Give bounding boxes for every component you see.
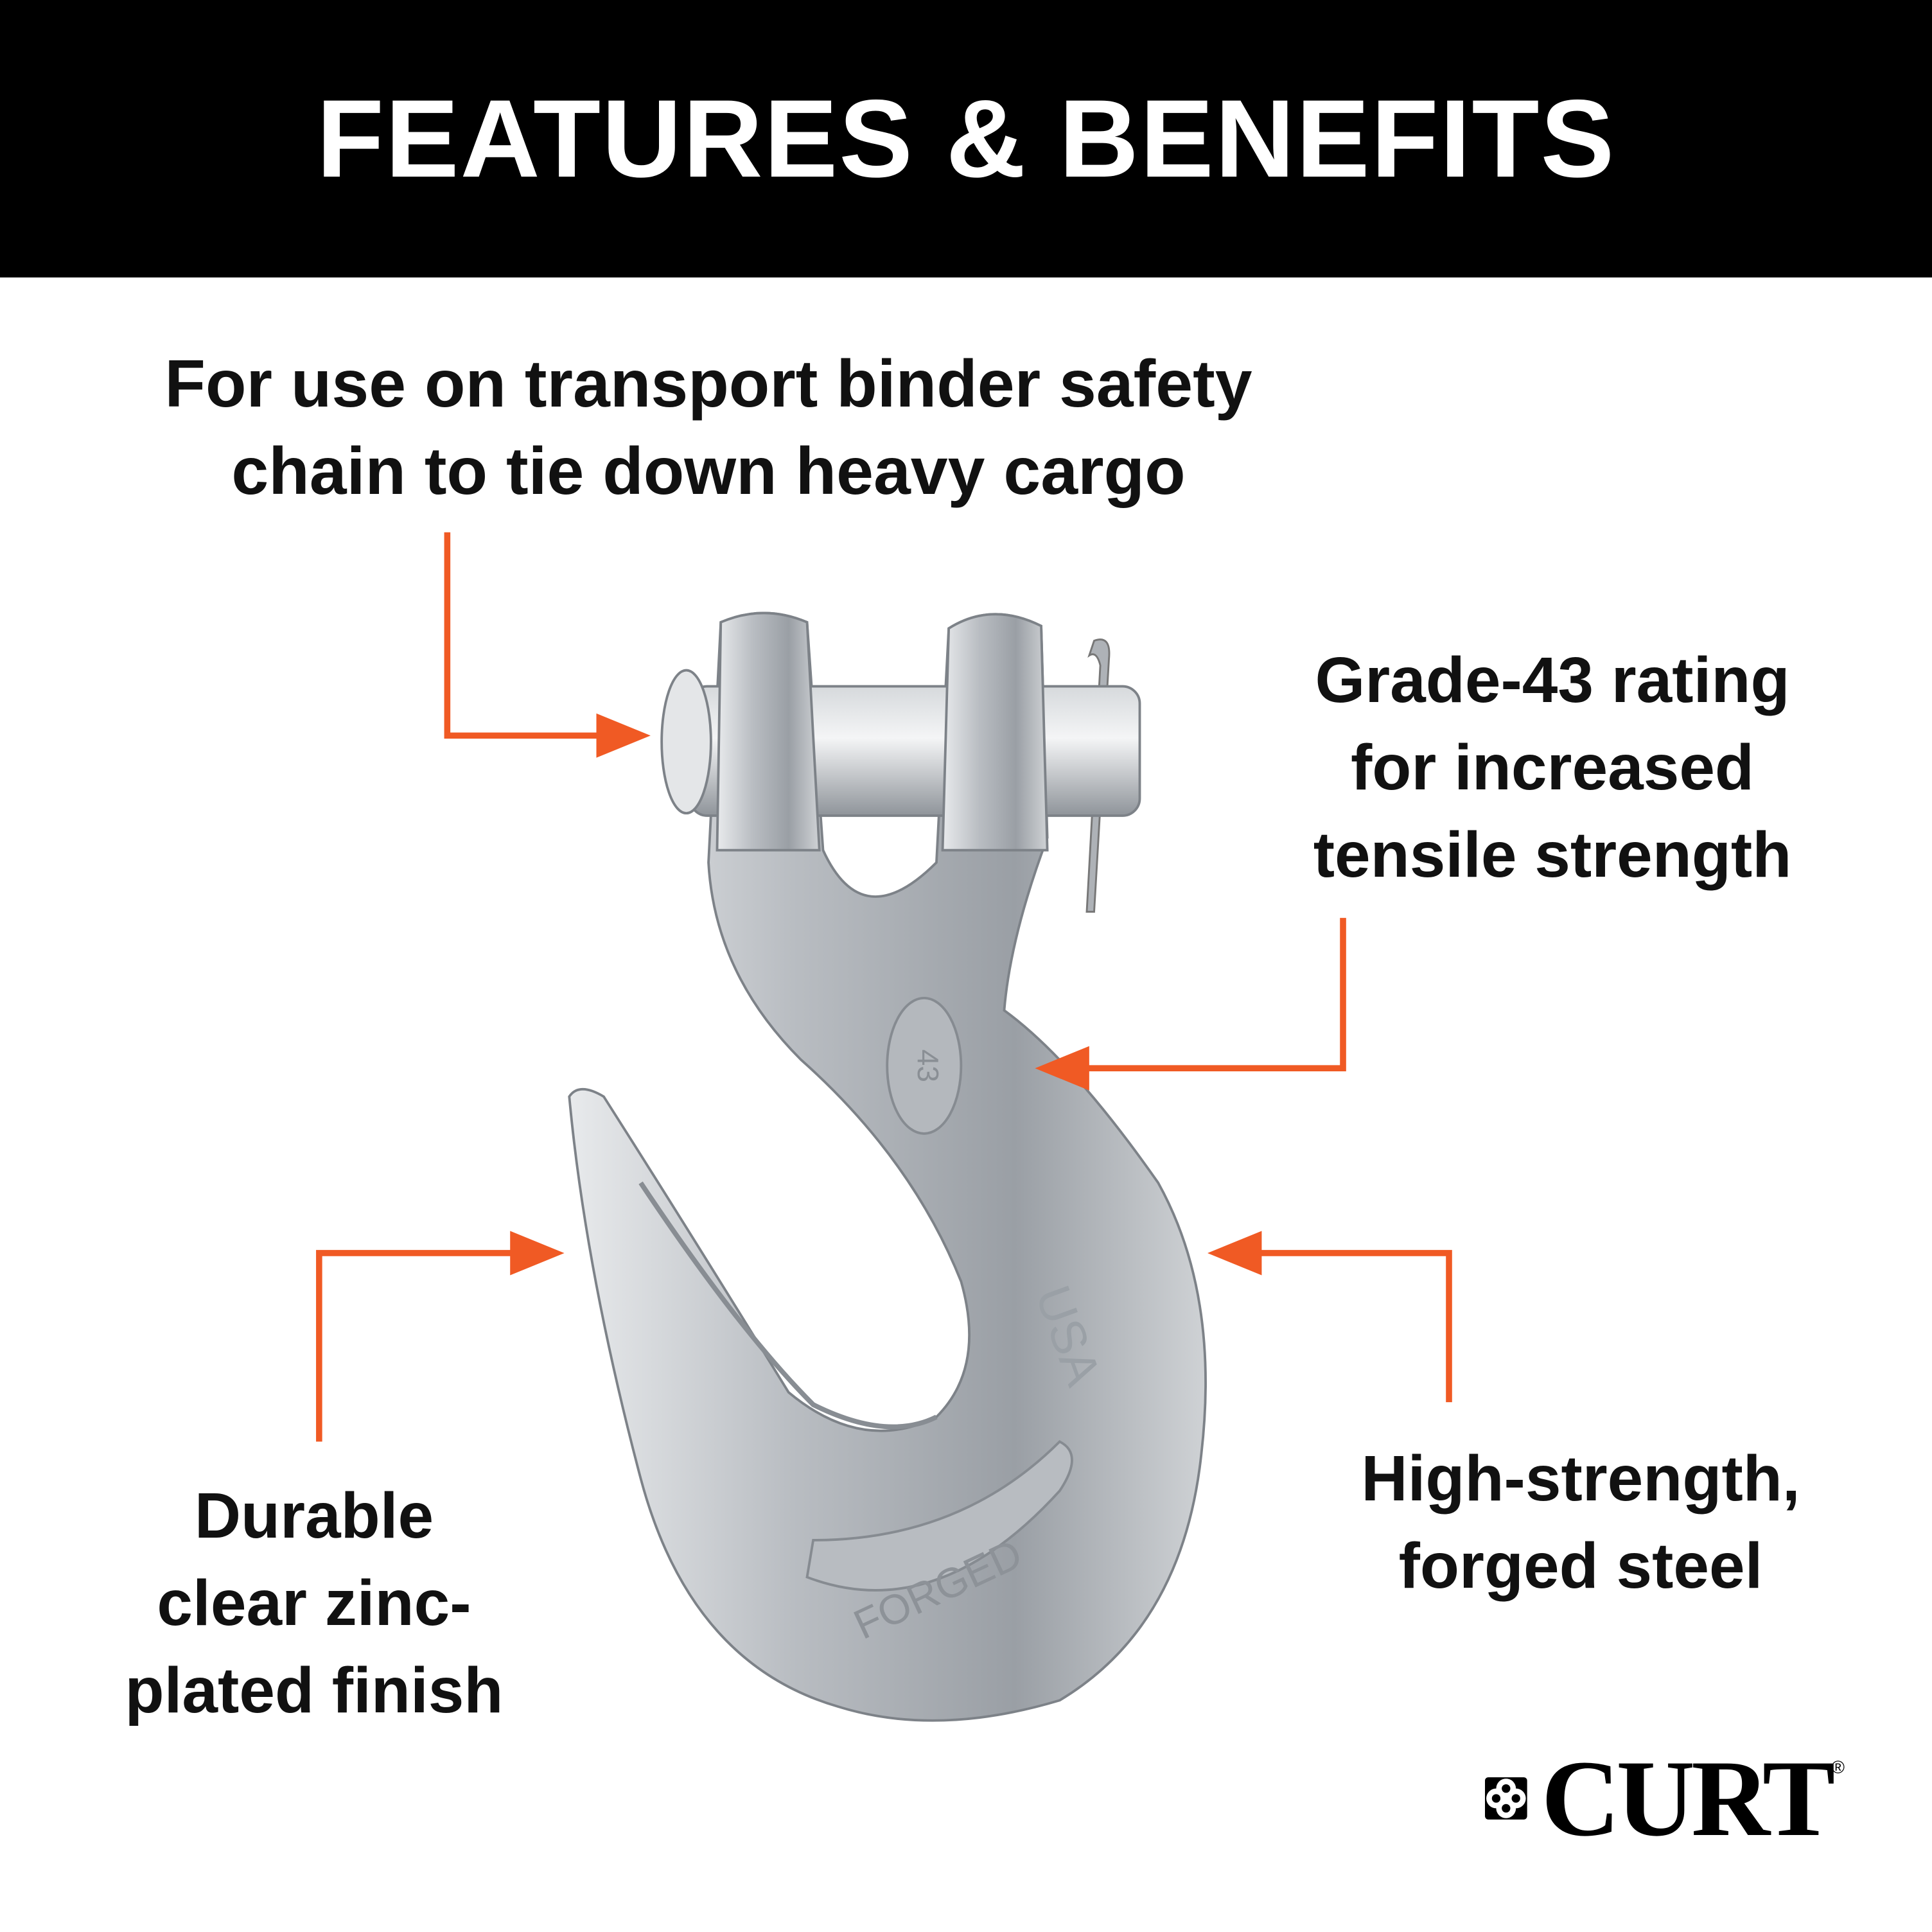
callout-line: plated finish: [125, 1655, 504, 1726]
arrowhead-icon: [510, 1231, 565, 1276]
callout-line: For use on transport binder safety: [164, 347, 1252, 421]
callout-arrows: [316, 532, 1452, 1442]
hook-body: [568, 611, 1207, 1722]
registered-mark: ®: [1831, 1757, 1845, 1777]
callout-finish: Durable clear zinc- plated finish: [125, 1472, 504, 1734]
arrow-steel: [1254, 1250, 1452, 1403]
curt-logo: CURT ®: [1485, 1744, 1845, 1853]
callout-line: tensile strength: [1313, 819, 1792, 891]
callout-line: for increased: [1350, 732, 1755, 804]
arrowhead-icon: [1035, 1046, 1089, 1091]
arrow-usage: [444, 532, 606, 739]
callout-line: clear zinc-: [157, 1567, 471, 1639]
arrowhead-icon: [596, 713, 651, 758]
callout-line: Durable: [194, 1480, 434, 1552]
arrowhead-icon: [1208, 1231, 1262, 1276]
callout-line: chain to tie down heavy cargo: [231, 434, 1186, 509]
callout-steel: High-strength, forged steel: [1361, 1435, 1800, 1610]
page-title: FEATURES & BENEFITS: [316, 77, 1616, 200]
brand-name: CURT: [1541, 1738, 1836, 1859]
arrow-finish: [316, 1250, 518, 1442]
callout-line: Grade-43 rating: [1315, 644, 1790, 716]
callout-line: forged steel: [1398, 1530, 1763, 1602]
stamp-grade: 43: [911, 1049, 945, 1082]
callout-line: High-strength,: [1361, 1443, 1800, 1515]
callout-grade: Grade-43 rating for increased tensile st…: [1313, 637, 1792, 899]
arrow-grade: [1078, 918, 1346, 1072]
callout-usage: For use on transport binder safety chain…: [164, 340, 1252, 515]
clevis-hook-image: 43 USA FORGED: [568, 611, 1207, 1722]
header-banner: FEATURES & BENEFITS: [0, 0, 1932, 277]
arrowheads: [510, 713, 1262, 1276]
curt-emblem-icon: [1485, 1777, 1527, 1820]
